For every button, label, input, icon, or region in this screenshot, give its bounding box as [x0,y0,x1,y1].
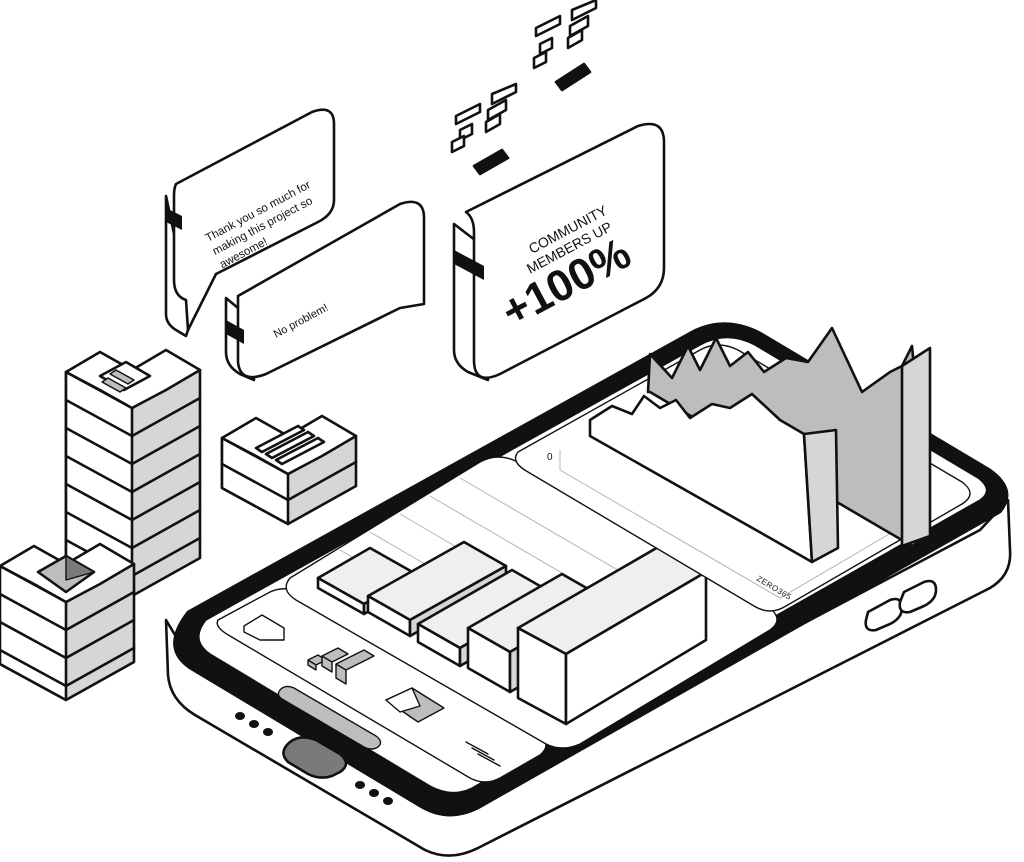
bar-chart-icon[interactable] [307,647,375,685]
phone-charging-port [282,736,348,779]
area-series-front [588,392,840,564]
bubble-thanks-stripe [166,208,182,230]
bitcoin-icon [98,360,152,393]
mail-icon[interactable] [385,687,445,723]
phone-speaker-dots [235,712,393,805]
phone-side-button-1 [864,597,904,632]
menu-icon[interactable] [465,741,501,767]
speech-bubble-reply: No problem! [224,200,426,382]
stack-icon [254,424,326,466]
home-icon[interactable] [243,614,285,641]
chart-axis-zero: 0 [547,452,553,463]
bar-chart-panel [285,456,778,749]
bubble-thanks-face [172,108,336,332]
bubble-reply-stripe [226,320,244,344]
pixel-glyph-right [532,0,598,92]
stat-card-stripe [454,250,484,280]
ethereum-icon [36,554,96,594]
ethereum-stack [0,542,136,702]
stack-token [220,414,358,526]
home-indicator[interactable] [277,685,382,750]
bar-5 [516,544,708,726]
bitcoin-stack-layers [64,396,202,578]
bottom-nav-bar [216,588,547,783]
pixel-glyph-left [450,82,518,176]
stat-card: COMMUNITY MEMBERS UP +100% [452,122,666,382]
area-chart-panel: 0 ZERO365 [514,326,971,612]
phone-side-button-2 [898,579,938,614]
bubble-reply-face [236,200,426,379]
ethereum-stack-layers [0,590,136,688]
stat-card-face [464,122,666,379]
area-chart-axis [559,450,921,599]
